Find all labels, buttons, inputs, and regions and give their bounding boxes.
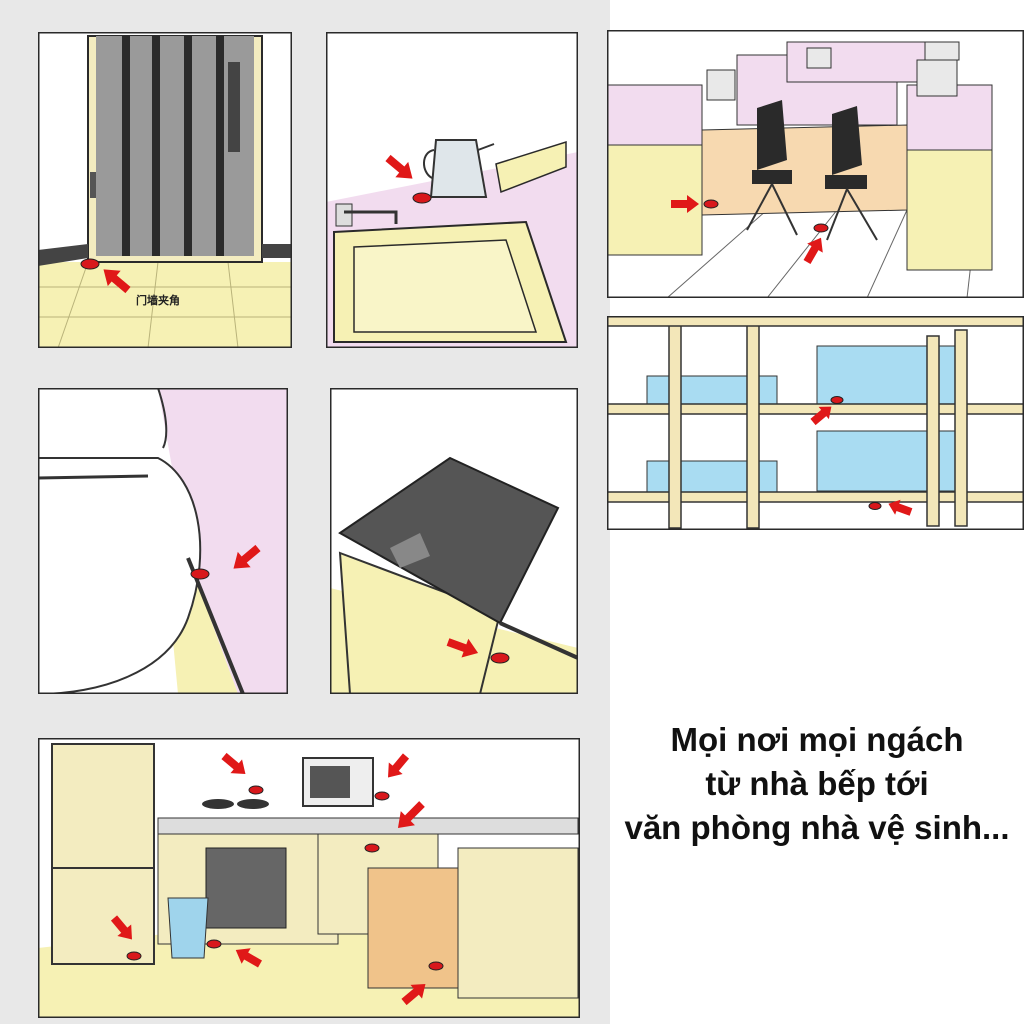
roach-bait-station-icon	[80, 258, 100, 270]
roach-bait-station-icon	[830, 396, 882, 510]
pointer-arrow-icon	[110, 915, 132, 940]
panel-trash-can	[330, 388, 578, 694]
panel-office	[607, 30, 1024, 298]
roach-bait-station-icon	[412, 192, 432, 204]
pointer-arrow-icon	[401, 984, 426, 1006]
roach-bait-station-icon	[126, 785, 444, 971]
panel-door-corner: 门墙夹角	[38, 32, 292, 348]
pointer-arrow-icon	[103, 269, 131, 294]
pointer-arrow-icon	[385, 154, 413, 179]
panel-toilet	[38, 388, 288, 694]
pointer-arrow-icon	[888, 499, 913, 516]
caption-line-1: Mọi nơi mọi ngách	[670, 721, 964, 758]
caption-text: Mọi nơi mọi ngách từ nhà bếp tới văn phò…	[610, 718, 1024, 850]
roach-bait-station-icon	[190, 568, 210, 580]
caption-line-2: từ nhà bếp tới	[705, 765, 929, 802]
caption-line-3: văn phòng nhà vệ sinh...	[624, 809, 1010, 846]
pointer-arrow-icon	[221, 752, 246, 774]
pointer-arrow-icon	[388, 753, 410, 778]
pointer-arrow-icon	[810, 406, 832, 426]
roach-bait-station-icon	[490, 652, 510, 664]
pointer-arrow-icon	[233, 544, 261, 569]
panel-kitchen	[38, 738, 580, 1018]
pointer-arrow-icon	[803, 237, 823, 264]
pointer-arrow-icon	[235, 948, 262, 968]
pointer-arrow-icon	[671, 195, 699, 213]
pointer-arrow-icon	[446, 638, 479, 658]
corner-label: 门墙夹角	[136, 293, 180, 307]
panel-kitchen-sink	[326, 32, 578, 348]
roach-bait-station-icon	[703, 199, 829, 233]
panel-warehouse-shelf	[607, 316, 1024, 530]
pointer-arrow-icon	[397, 801, 425, 829]
